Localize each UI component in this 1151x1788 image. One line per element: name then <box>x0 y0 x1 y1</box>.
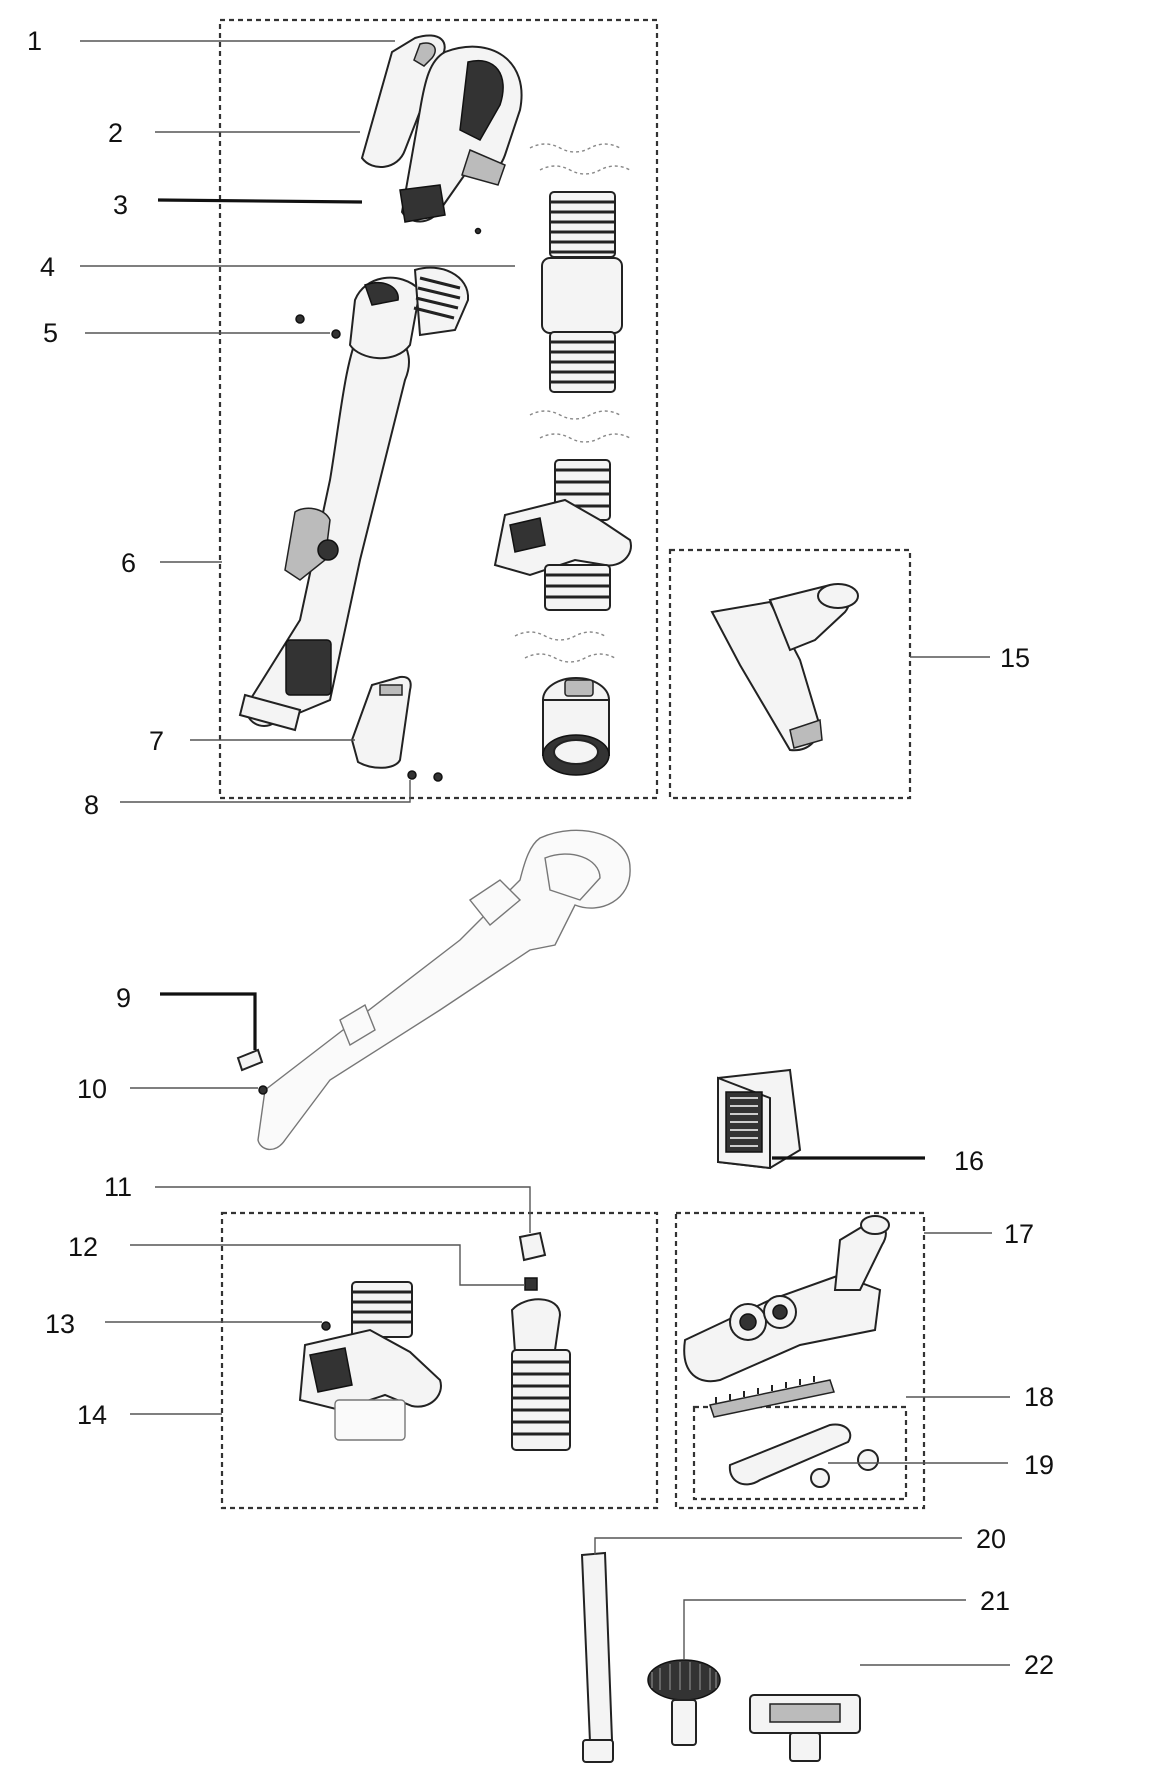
end-cap-part <box>810 1468 830 1488</box>
wand-clip-part <box>350 675 412 769</box>
hose-assembly-group-box <box>220 1211 659 1510</box>
valve-assembly-part <box>493 410 632 611</box>
turbine-head-group-box <box>674 1211 926 1510</box>
brush-bar-part <box>709 1376 879 1486</box>
threaded-coupling-part <box>529 143 631 393</box>
callout-12: 12 <box>68 1232 98 1262</box>
screw-part <box>258 1085 268 1095</box>
callout-15: 15 <box>1000 643 1030 673</box>
screw-part <box>295 314 305 324</box>
screw-part <box>433 772 443 782</box>
screw-part <box>407 770 417 780</box>
callout-6: 6 <box>121 548 136 578</box>
brush-bar-group-box <box>692 1405 908 1501</box>
handle-cover-part <box>360 34 446 169</box>
dusting-brush-part <box>647 1659 721 1746</box>
callout-3: 3 <box>113 190 128 220</box>
callout-17: 17 <box>1004 1219 1034 1249</box>
screw-part <box>331 329 341 339</box>
leader-line-9 <box>160 992 257 1050</box>
callout-2: 2 <box>108 118 123 148</box>
callout-19: 19 <box>1024 1450 1054 1480</box>
floor-tool-group-box <box>668 548 912 800</box>
leader-line-3 <box>157 198 363 204</box>
screw-part <box>321 1321 331 1331</box>
callout-16: 16 <box>954 1146 984 1176</box>
wand-tube-part <box>238 266 470 732</box>
callout-18: 18 <box>1024 1382 1054 1412</box>
mini-turbine-tool-part <box>749 1694 861 1762</box>
leader-line-21 <box>683 1599 966 1660</box>
callout-8: 8 <box>84 790 99 820</box>
callout-9: 9 <box>116 983 131 1013</box>
screw-part <box>474 227 482 235</box>
callout-22: 22 <box>1024 1650 1054 1680</box>
leader-line-20 <box>594 1537 962 1555</box>
turbine-head-part <box>683 1215 890 1383</box>
hose-cuff-part <box>514 631 616 776</box>
floor-tool-part <box>710 583 859 752</box>
leader-line-8 <box>120 780 411 803</box>
callout-4: 4 <box>40 252 55 282</box>
leader-line-11 <box>155 1186 531 1233</box>
wand-assembly-group-box <box>218 18 659 800</box>
callout-14: 14 <box>77 1400 107 1430</box>
callout-21: 21 <box>980 1586 1010 1616</box>
hose-valve-part <box>298 1281 442 1441</box>
spring-part <box>524 1277 538 1291</box>
handle-grip-part <box>399 45 523 223</box>
latch-part <box>236 1048 264 1072</box>
filter-part <box>717 1068 802 1170</box>
callout-11: 11 <box>104 1172 132 1202</box>
callout-5: 5 <box>43 318 58 348</box>
callout-20: 20 <box>976 1524 1006 1554</box>
hose-end-part <box>510 1298 571 1451</box>
leader-line-12 <box>130 1244 525 1286</box>
callout-1: 1 <box>27 26 42 56</box>
wand-handle-assembly-part <box>257 829 631 1151</box>
callout-13: 13 <box>45 1309 75 1339</box>
release-button-part <box>518 1231 547 1262</box>
callout-7: 7 <box>149 726 164 756</box>
crevice-tool-part <box>580 1551 614 1763</box>
callout-10: 10 <box>77 1074 107 1104</box>
